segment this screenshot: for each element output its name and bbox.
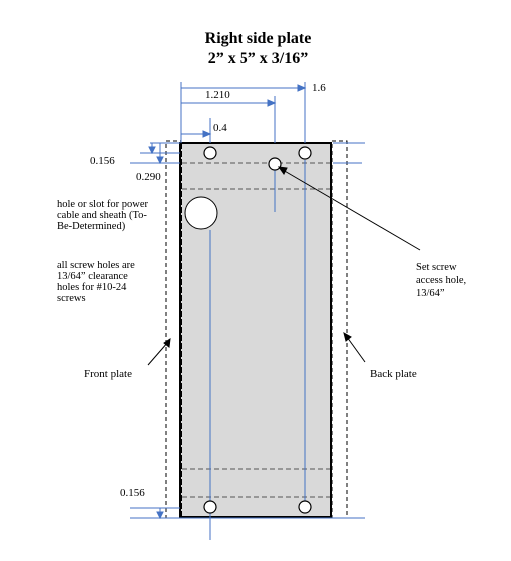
dimension-lines: [130, 82, 365, 540]
note-set-screw-line-1: Set screw: [416, 262, 457, 273]
front-plate-label: Front plate: [84, 368, 132, 380]
note-power-hole-line-3: Be-Determined): [57, 221, 126, 232]
note-screw-holes-line-4: screws: [57, 293, 86, 304]
leader-lines: [147, 166, 421, 366]
note-power-hole-line-2: cable and sheath (To-: [57, 210, 147, 221]
screw-hole-top-back: [298, 146, 312, 160]
note-screw-holes-line-2: 13/64” clearance: [57, 271, 128, 282]
screw-hole-bottom-front: [203, 500, 217, 514]
dim-0-156-bottom: 0.156: [120, 487, 145, 499]
screw-hole-bottom-back: [298, 500, 312, 514]
set-screw-access-hole: [268, 157, 282, 171]
title-line-1: Right side plate: [205, 30, 312, 47]
dim-0-290: 0.290: [136, 171, 161, 183]
front-plate-outline: [165, 140, 182, 519]
note-power-hole-line-1: hole or slot for power: [57, 199, 148, 210]
dim-0-4: 0.4: [213, 122, 227, 134]
back-plate-label: Back plate: [370, 368, 417, 380]
note-set-screw-line-3: 13/64”: [416, 288, 445, 299]
dim-1-210: 1.210: [205, 89, 230, 101]
dim-0-156-top: 0.156: [90, 155, 115, 167]
power-cable-hole: [184, 196, 218, 230]
note-screw-holes-line-1: all screw holes are: [57, 260, 135, 271]
dim-1-6: 1.6: [312, 82, 326, 94]
note-screw-holes-line-3: holes for #10-24: [57, 282, 127, 293]
title-line-2: 2” x 5” x 3/16”: [208, 50, 308, 67]
note-set-screw-line-2: access hole,: [416, 275, 466, 286]
screw-hole-top-front: [203, 146, 217, 160]
back-plate-outline: [331, 140, 348, 519]
